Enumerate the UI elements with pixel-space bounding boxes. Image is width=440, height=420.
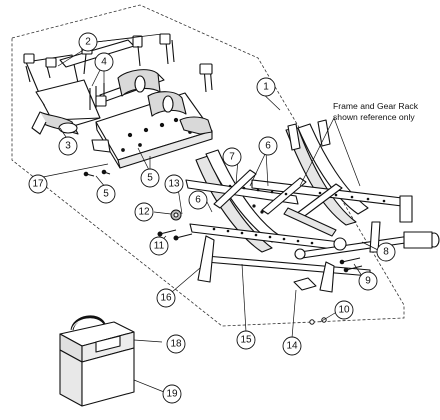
callout-19: 19 (166, 389, 178, 400)
callout-5a: 5 (147, 173, 153, 184)
battery-box (59, 315, 135, 407)
callout-11: 11 (154, 241, 165, 252)
reference-note: Frame and Gear Rack shown reference only (333, 101, 435, 123)
callout-18: 18 (170, 339, 182, 350)
hardware (83, 169, 363, 325)
callout-9: 9 (365, 276, 371, 287)
callout-1: 1 (263, 82, 269, 93)
callout-12: 12 (138, 207, 150, 218)
callout-15: 15 (240, 335, 252, 346)
seat-pan-assembly (23, 33, 213, 169)
reference-note-line2: shown reference only (333, 112, 415, 122)
callout-17: 17 (32, 179, 44, 190)
callout-3: 3 (65, 141, 71, 152)
callout-13: 13 (168, 179, 180, 190)
callout-7: 7 (229, 152, 235, 163)
dashed-boundary (11, 4, 405, 327)
callout-8: 8 (383, 247, 389, 258)
callout-badges (28, 32, 396, 404)
reference-note-line1: Frame and Gear Rack (333, 101, 419, 111)
callout-2: 2 (85, 37, 91, 48)
callout-14: 14 (286, 341, 298, 352)
callout-6a: 6 (265, 141, 271, 152)
callout-16: 16 (160, 293, 172, 304)
frame-gear-rack (185, 119, 440, 293)
callout-5b: 5 (103, 189, 109, 200)
callout-labels: 2 4 3 5 5 1 6 7 6 13 12 11 17 16 15 14 1… (32, 37, 389, 400)
callout-4: 4 (101, 57, 107, 68)
callout-6b: 6 (195, 195, 201, 206)
callout-10: 10 (338, 305, 350, 316)
